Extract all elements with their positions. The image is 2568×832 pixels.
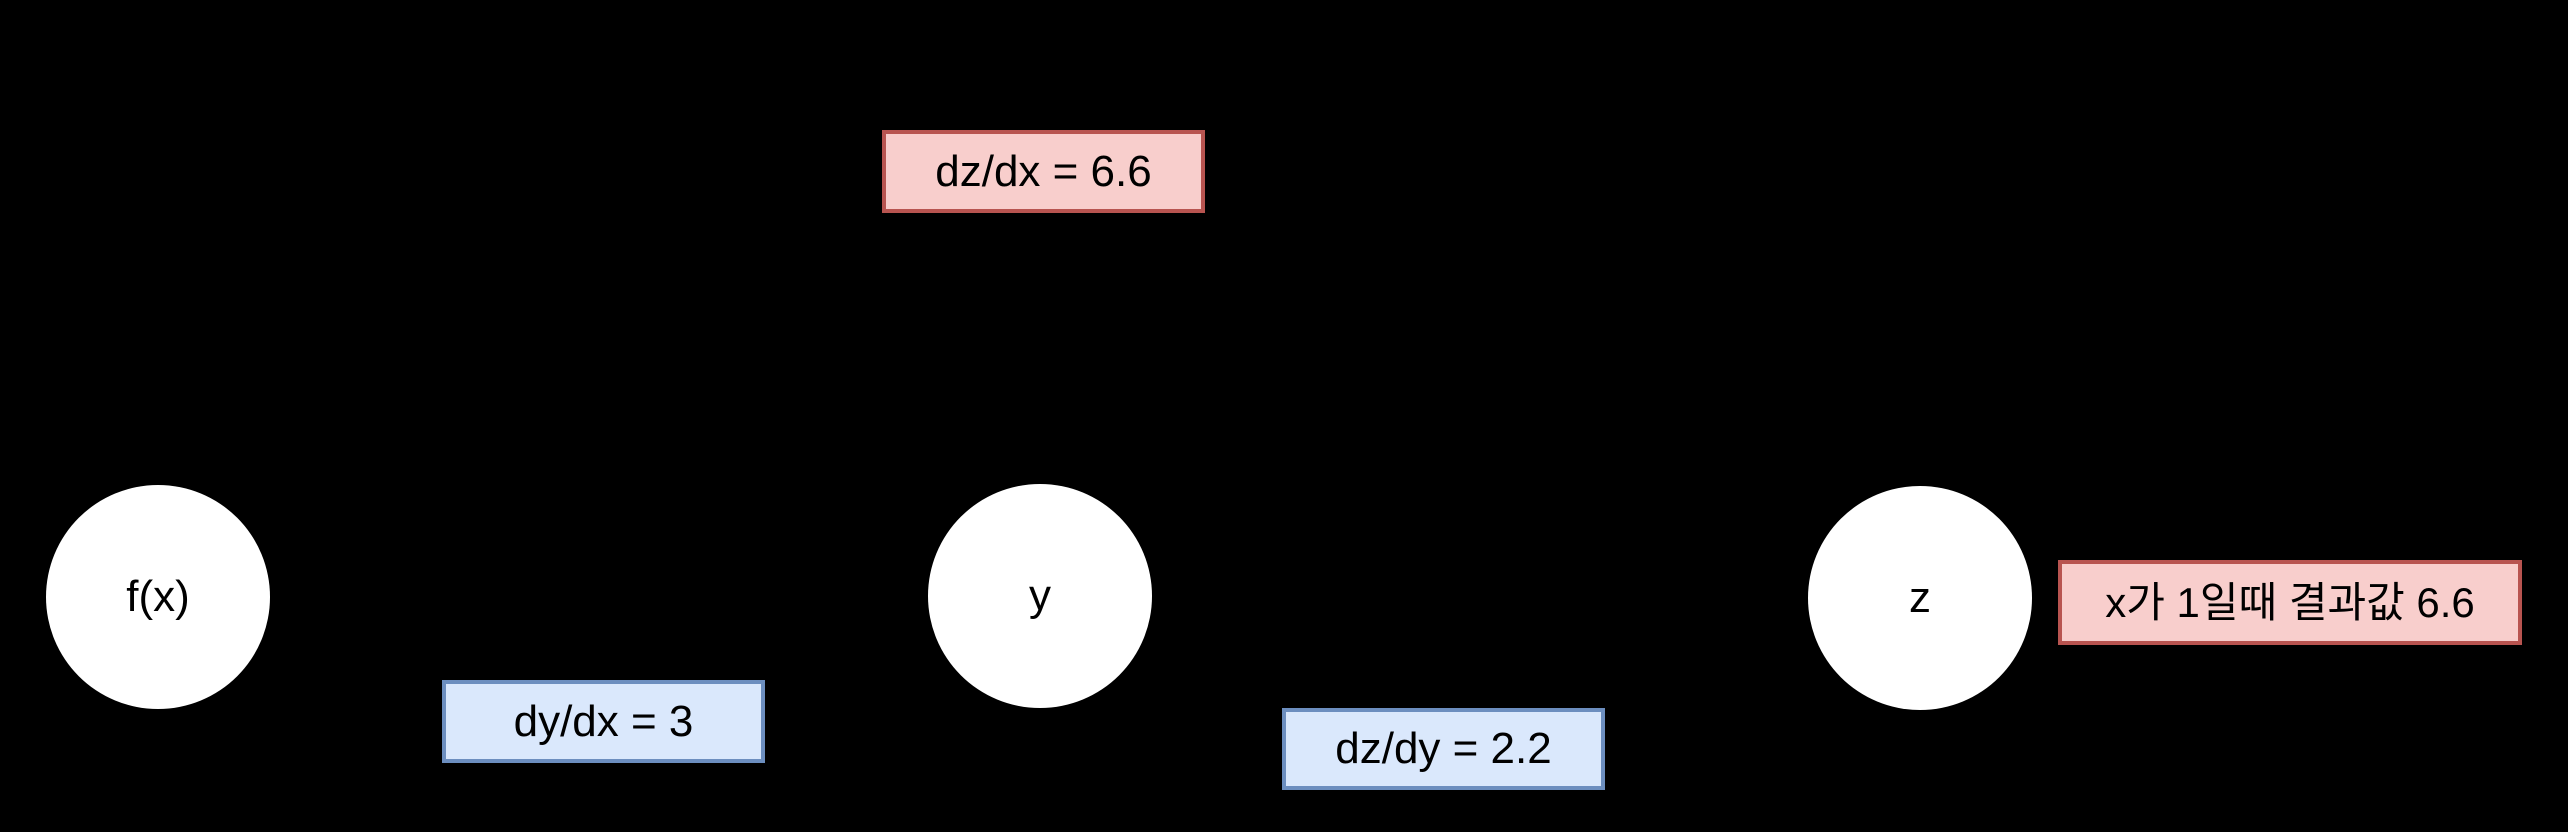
derivative-label-dz-dy: dz/dy = 2.2 [1282,708,1605,790]
node-fx: f(x) [46,485,270,709]
result-note-label: x가 1일때 결과값 6.6 [2058,560,2522,645]
derivative-label-dy-dx: dy/dx = 3 [442,680,765,763]
node-y: y [928,484,1152,708]
node-z: z [1808,486,2032,710]
derivative-label-dz-dx: dz/dx = 6.6 [882,130,1205,213]
